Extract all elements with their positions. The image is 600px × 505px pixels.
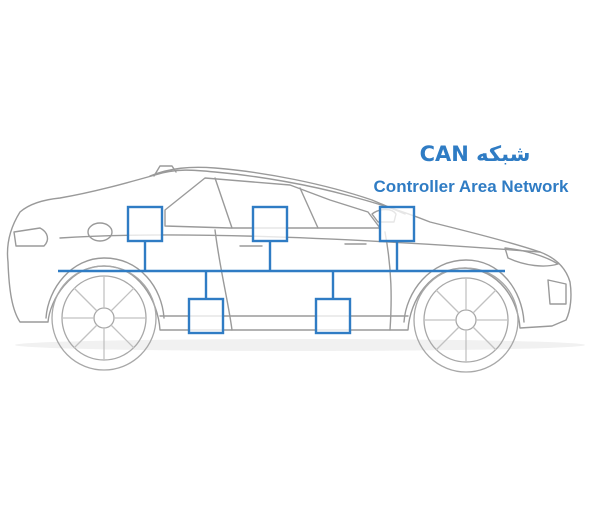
ecu-node-4 bbox=[187, 297, 225, 335]
ecu-node-5 bbox=[314, 297, 352, 335]
taillight bbox=[13, 227, 49, 247]
headlight bbox=[504, 247, 559, 267]
car-body-outline bbox=[6, 169, 572, 331]
title-persian: شبکه CAN bbox=[419, 142, 531, 166]
fuel-cap bbox=[87, 222, 113, 242]
belt-line bbox=[59, 234, 541, 253]
front-wheel-arch bbox=[403, 259, 525, 323]
door-line-front bbox=[214, 229, 233, 331]
ground-shadow bbox=[15, 339, 585, 351]
ecu-node-3 bbox=[378, 205, 416, 243]
title-english: Controller Area Network bbox=[373, 177, 569, 196]
rear-wheel-arch bbox=[45, 257, 165, 319]
ecu-node-2 bbox=[251, 205, 289, 243]
door-line-rear bbox=[384, 231, 392, 331]
rear-wheel bbox=[51, 265, 157, 371]
pillar-a bbox=[299, 187, 319, 229]
windows-outline bbox=[164, 177, 381, 229]
front-grille bbox=[547, 279, 567, 305]
ecu-node-1 bbox=[126, 205, 164, 243]
front-wheel bbox=[413, 267, 519, 373]
roof-antenna bbox=[153, 165, 177, 177]
pillar-b bbox=[214, 177, 233, 229]
